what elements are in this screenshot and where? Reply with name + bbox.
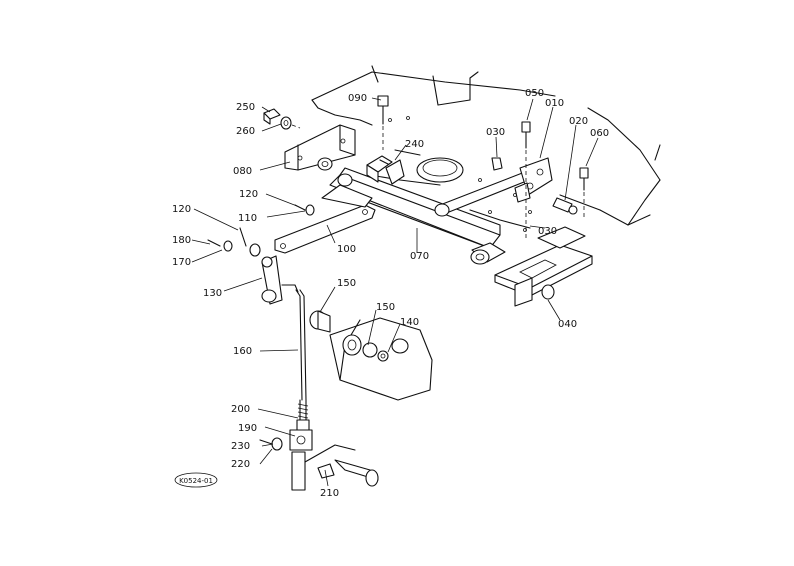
label-130: 130 — [203, 288, 222, 299]
label-050: 050 — [525, 88, 544, 99]
label-100: 100 — [337, 244, 356, 255]
label-070: 070 — [410, 251, 429, 262]
label-140: 140 — [400, 317, 419, 328]
label-040: 040 — [558, 319, 577, 330]
bolt-090 — [377, 95, 389, 150]
label-260: 260 — [236, 126, 255, 137]
label-060: 060 — [590, 128, 609, 139]
mounting-boss — [309, 310, 433, 401]
label-120-upper: 120 — [239, 189, 258, 200]
label-160: 160 — [233, 346, 252, 357]
label-150-lower: 150 — [376, 302, 395, 313]
bracket — [284, 124, 356, 171]
label-200: 200 — [231, 404, 250, 415]
clevis-assembly — [259, 419, 379, 491]
label-220: 220 — [231, 459, 250, 470]
label-170: 170 — [172, 257, 191, 268]
vertical-rod — [295, 289, 309, 421]
label-030-lower: 030 — [538, 226, 557, 237]
linkage-rod — [434, 157, 553, 217]
label-090: 090 — [348, 93, 367, 104]
drawing-code: K0524-01 — [179, 477, 213, 485]
label-020: 020 — [569, 116, 588, 127]
label-190: 190 — [238, 423, 257, 434]
label-230: 230 — [231, 441, 250, 452]
label-210: 210 — [320, 488, 339, 499]
label-180: 180 — [172, 235, 191, 246]
lever-arm — [261, 255, 299, 305]
label-110: 110 — [238, 213, 257, 224]
lever-plate — [274, 173, 376, 254]
part-labels: 250 260 090 050 010 020 060 030 240 080 … — [172, 88, 609, 499]
label-150-upper: 150 — [337, 278, 356, 289]
cross-shaft — [329, 167, 506, 265]
leader-lines — [191, 97, 599, 487]
switch — [366, 155, 405, 185]
label-030-upper: 030 — [486, 127, 505, 138]
pins-washers — [207, 204, 315, 257]
label-010: 010 — [545, 98, 564, 109]
nut-washer-250-260 — [263, 108, 301, 130]
base-bracket — [494, 226, 593, 307]
drawing-code-badge: K0524-01 — [174, 472, 218, 488]
label-080: 080 — [233, 166, 252, 177]
fasteners-right — [491, 121, 589, 240]
label-120-lower: 120 — [172, 204, 191, 215]
label-240: 240 — [405, 139, 424, 150]
label-250: 250 — [236, 102, 255, 113]
